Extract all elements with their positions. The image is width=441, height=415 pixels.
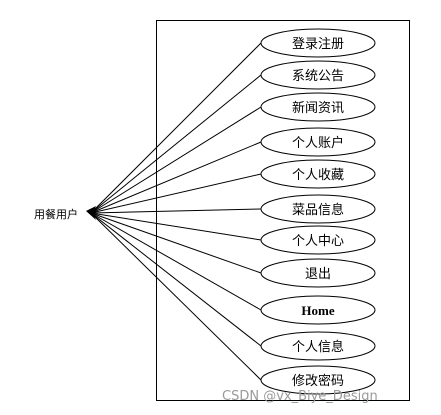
association-line bbox=[90, 141, 262, 214]
association-line bbox=[90, 212, 262, 274]
use-case-ellipse bbox=[260, 92, 376, 122]
use-case: 个人收藏 bbox=[260, 159, 376, 189]
use-case-label: 个人账户 bbox=[292, 135, 344, 151]
use-case-ellipse bbox=[260, 258, 376, 288]
use-case-label: 修改密码 bbox=[292, 373, 344, 389]
use-case: 系统公告 bbox=[260, 60, 376, 90]
association-line bbox=[90, 42, 262, 214]
use-case: 退出 bbox=[260, 258, 376, 288]
watermark: CSDN @vx_Biye_Design bbox=[222, 389, 378, 404]
use-case-ellipse bbox=[260, 60, 376, 90]
actor: 用餐用户 bbox=[34, 206, 96, 221]
use-case-ellipse bbox=[260, 28, 376, 58]
use-case-label: 个人收藏 bbox=[292, 168, 344, 183]
use-case: 个人中心 bbox=[260, 225, 376, 255]
system-boundary bbox=[156, 20, 410, 401]
association-line bbox=[90, 173, 262, 214]
use-case: Home bbox=[260, 295, 376, 325]
use-case: 个人信息 bbox=[260, 331, 376, 361]
association-line bbox=[90, 212, 262, 241]
association-lines bbox=[90, 42, 262, 381]
use-case-label: 个人信息 bbox=[292, 339, 344, 355]
use-case-ellipse bbox=[260, 295, 376, 325]
use-case-label: Home bbox=[301, 303, 334, 318]
use-case-label: 菜品信息 bbox=[292, 202, 344, 218]
use-case: 菜品信息 bbox=[260, 194, 376, 224]
use-case-ellipse bbox=[260, 365, 376, 395]
association-line bbox=[90, 208, 262, 214]
use-case-label: 登录注册 bbox=[292, 37, 344, 52]
actor-arrowhead-icon bbox=[86, 206, 96, 220]
association-line bbox=[90, 212, 262, 347]
association-line bbox=[90, 212, 262, 311]
use-case: 新闻资讯 bbox=[260, 92, 376, 122]
use-case-label: 系统公告 bbox=[292, 69, 344, 84]
association-line bbox=[90, 74, 262, 214]
use-case: 登录注册 bbox=[260, 28, 376, 58]
use-case-ellipse bbox=[260, 225, 376, 255]
association-line bbox=[90, 106, 262, 214]
use-case-ellipse bbox=[260, 194, 376, 224]
actor-label: 用餐用户 bbox=[34, 207, 78, 221]
use-case-ellipse bbox=[260, 127, 376, 157]
use-case-label: 个人中心 bbox=[292, 234, 344, 249]
use-case-label: 新闻资讯 bbox=[292, 100, 344, 116]
association-line bbox=[90, 212, 262, 381]
use-case-label: 退出 bbox=[305, 267, 331, 282]
use-case: 修改密码 bbox=[260, 365, 376, 395]
use-case: 个人账户 bbox=[260, 127, 376, 157]
use-case-ellipse bbox=[260, 159, 376, 189]
use-case-ellipse bbox=[260, 331, 376, 361]
